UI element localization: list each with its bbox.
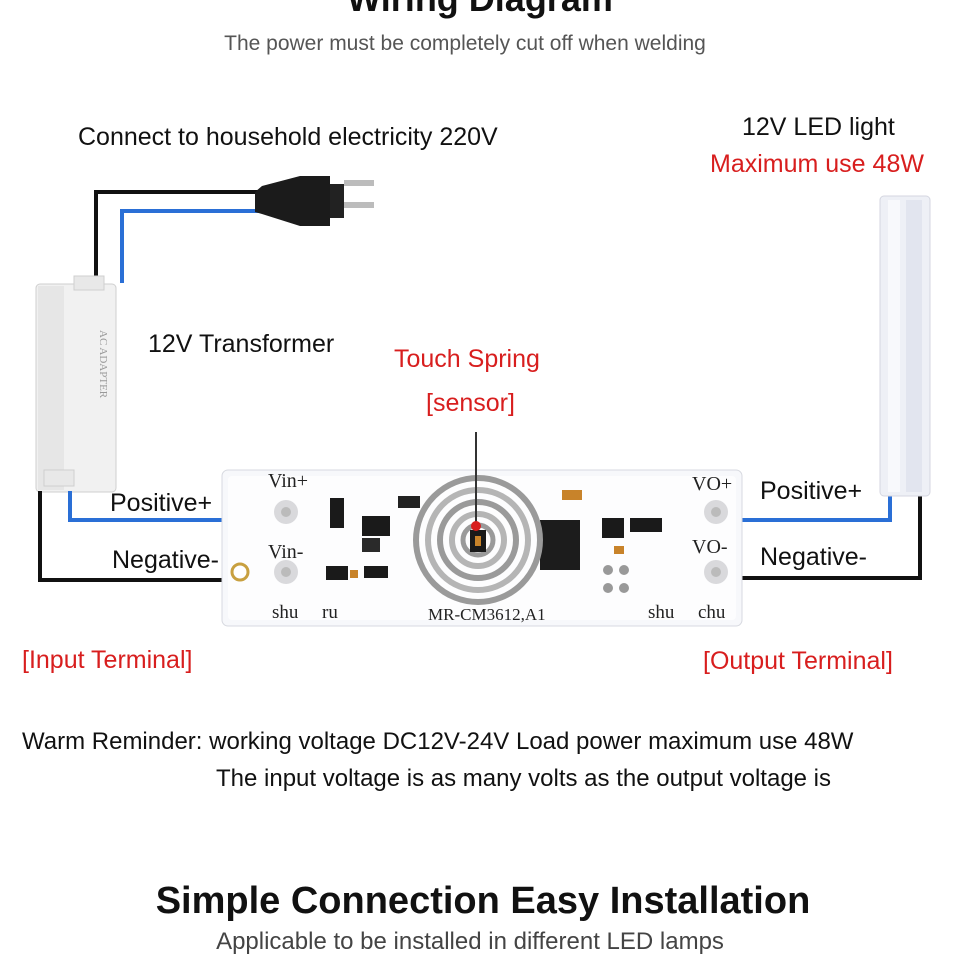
footer-subtitle: Applicable to be installed in different … — [216, 928, 724, 955]
circuit-board: Vin+ Vin- VO+ VO- shu ru MR-CM3612,A1 sh… — [221, 469, 743, 627]
transformer: AC ADAPTER — [35, 275, 117, 493]
board-vo-minus: VO- — [692, 536, 728, 558]
output-wires — [740, 496, 922, 580]
sensor-pointer — [471, 432, 481, 531]
reminder-line-2: The input voltage is as many volts as th… — [216, 765, 832, 792]
board-ru: ru — [322, 602, 338, 623]
input-pad-negative — [274, 560, 298, 584]
input-positive-label: Positive+ — [110, 489, 213, 517]
board-vo-plus: VO+ — [692, 473, 732, 495]
led-max-label: Maximum use 48W — [710, 150, 924, 178]
reminder-line-1: Warm Reminder: working voltage DC12V-24V… — [22, 728, 854, 755]
input-wires — [38, 491, 262, 582]
board-chu: chu — [698, 602, 726, 623]
board-shu-left: shu — [272, 602, 299, 623]
input-negative-label: Negative- — [112, 546, 219, 574]
footer-title: Simple Connection Easy Installation — [155, 880, 811, 922]
output-pad-positive — [704, 500, 728, 524]
output-pad-negative — [704, 560, 728, 584]
board-shu-right: shu — [648, 602, 675, 623]
input-pad-positive — [274, 500, 298, 524]
board-components — [326, 490, 662, 593]
board-vin-minus: Vin- — [268, 541, 303, 563]
sensor-label: [sensor] — [426, 389, 515, 417]
board-model: MR-CM3612,A1 — [428, 605, 546, 624]
page-title: Wiring Diagram — [0, 0, 960, 20]
household-label: Connect to household electricity 220V — [78, 123, 498, 151]
output-negative-label: Negative- — [760, 543, 867, 571]
transformer-adapter-text: AC ADAPTER — [97, 330, 109, 399]
plug-wires — [94, 190, 262, 283]
board-vin-plus: Vin+ — [268, 470, 308, 492]
page-subtitle: The power must be completely cut off whe… — [224, 32, 706, 55]
touch-spring-label: Touch Spring — [394, 345, 540, 373]
output-terminal-label: [Output Terminal] — [703, 647, 893, 675]
led-light-bar — [879, 195, 931, 497]
touch-spring — [413, 475, 543, 605]
led-light-label: 12V LED light — [742, 113, 895, 141]
input-terminal-label: [Input Terminal] — [22, 646, 193, 674]
output-positive-label: Positive+ — [760, 477, 863, 505]
transformer-label: 12V Transformer — [148, 330, 335, 358]
power-plug — [255, 176, 374, 226]
